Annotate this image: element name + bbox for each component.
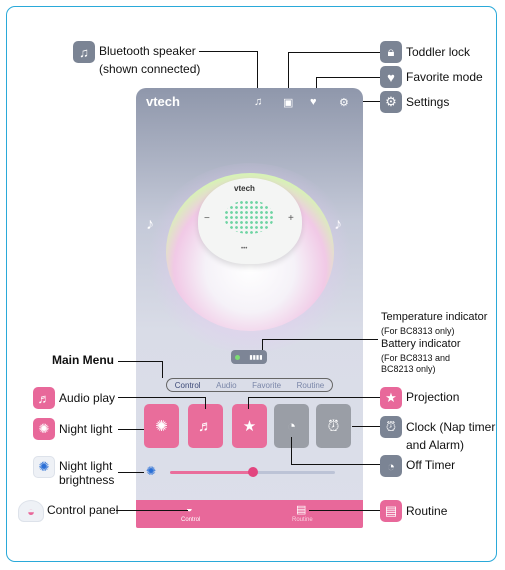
- tab-audio[interactable]: Audio: [216, 380, 237, 390]
- bottom-control-label[interactable]: Control: [181, 517, 201, 523]
- settings-label: Settings: [406, 95, 450, 109]
- projection-button[interactable]: ★: [232, 404, 267, 448]
- left-note-icon: ♪: [146, 216, 154, 233]
- brightness-icon: ✺: [146, 464, 157, 478]
- control-panel-icon[interactable]: ◒: [186, 503, 193, 515]
- app-screen: vtech ♫ ▣ ♥ ⚙ ♪ ♪ vtech − + ••• ▮▮▮▮ Con…: [136, 88, 363, 528]
- brightness-legend-icon: ✺: [33, 456, 55, 478]
- volume-down-button[interactable]: −: [204, 213, 210, 224]
- routine-label: Routine: [406, 504, 448, 518]
- bottom-nav: ◒ Control ▤ Routine: [136, 500, 363, 528]
- device-dots: •••: [241, 246, 248, 252]
- night-light-label: Night light: [59, 422, 113, 436]
- settings-status-icon[interactable]: ⚙: [339, 97, 349, 109]
- device-brand: vtech: [234, 184, 255, 193]
- projection-label: Projection: [406, 390, 460, 404]
- favorite-status-icon[interactable]: ♥: [310, 96, 317, 108]
- clock-label-1: Clock (Nap timer: [406, 420, 496, 434]
- app-brand: vtech: [146, 94, 180, 109]
- bluetooth-sub-label: (shown connected): [99, 62, 201, 76]
- bottom-routine-label[interactable]: Routine: [292, 517, 313, 523]
- brightness-label-1: Night light: [59, 459, 113, 473]
- temperature-battery-indicator: ▮▮▮▮: [231, 350, 267, 364]
- clock-button[interactable]: ⏰︎: [316, 404, 351, 448]
- battery-label: Battery indicator: [381, 338, 461, 350]
- battery-sub-label-2: BC8213 only): [381, 364, 436, 374]
- main-menu-label: Main Menu: [52, 353, 114, 367]
- audio-play-label: Audio play: [59, 391, 116, 405]
- temperature-sub-label: (For BC8313 only): [381, 326, 455, 336]
- projection-icon: ★: [380, 387, 402, 409]
- volume-up-button[interactable]: +: [288, 213, 294, 224]
- clock-icon: ⏰︎: [380, 416, 402, 438]
- control-panel-legend-icon: ◒: [18, 500, 44, 522]
- off-timer-label: Off Timer: [406, 458, 456, 472]
- favorite-label: Favorite mode: [406, 70, 483, 84]
- routine-nav-icon[interactable]: ▤: [296, 504, 307, 516]
- tab-favorite[interactable]: Favorite: [252, 380, 282, 390]
- tab-routine[interactable]: Routine: [296, 380, 325, 390]
- tab-control[interactable]: Control: [174, 380, 201, 390]
- clock-label-2: and Alarm): [406, 438, 465, 452]
- bluetooth-label: Bluetooth speaker: [99, 44, 196, 58]
- night-light-icon: ✺: [33, 418, 55, 440]
- bluetooth-status-icon[interactable]: ♫: [254, 96, 263, 108]
- music-note-icon: ♫: [73, 41, 95, 63]
- battery-icon: ▮▮▮▮: [249, 354, 263, 361]
- temperature-label: Temperature indicator: [381, 311, 488, 323]
- routine-icon: ▤: [380, 500, 402, 522]
- audio-play-icon: ♬: [33, 387, 55, 409]
- audio-play-button[interactable]: ♬: [188, 404, 223, 448]
- night-light-button[interactable]: ✺: [144, 404, 179, 448]
- toddler-lock-label: Toddler lock: [406, 45, 471, 59]
- lock-status-icon[interactable]: ▣: [283, 97, 294, 109]
- heart-icon: ♥: [380, 66, 402, 88]
- lock-icon: 🔒︎: [380, 41, 402, 63]
- gear-icon: ⚙: [380, 91, 402, 113]
- brightness-slider-knob[interactable]: [248, 467, 258, 477]
- page-frame: [6, 6, 497, 562]
- brightness-label-2: brightness: [59, 473, 115, 487]
- speaker-grille: [224, 200, 274, 234]
- battery-sub-label-1: (For BC8313 and: [381, 353, 451, 363]
- control-panel-label: Control panel: [47, 503, 119, 517]
- temp-dot-icon: [235, 354, 241, 360]
- main-menu-tabs: Control Audio Favorite Routine: [166, 378, 333, 392]
- off-timer-icon: ◔: [380, 455, 402, 477]
